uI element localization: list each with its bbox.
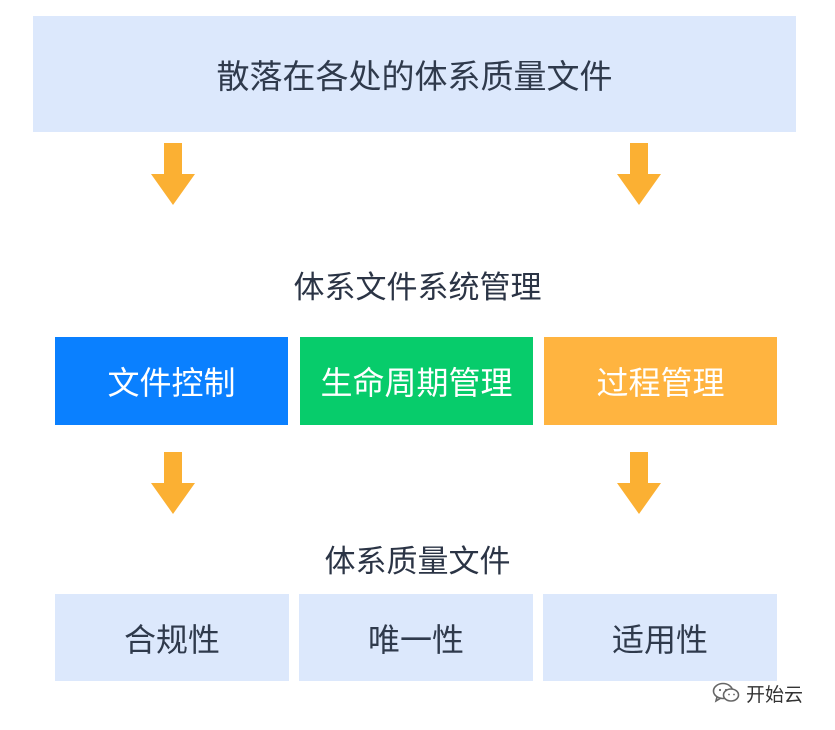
applicability-box: 适用性 — [543, 594, 777, 681]
system-management-heading: 体系文件系统管理 — [293, 270, 542, 306]
process-management-box: 过程管理 — [544, 337, 777, 425]
uniqueness-box: 唯一性 — [299, 594, 533, 681]
watermark-text: 开始云 — [746, 683, 804, 706]
watermark: 开始云 — [712, 680, 803, 706]
wechat-icon — [712, 682, 740, 703]
compliance-box: 合规性 — [55, 594, 289, 681]
document-control-box: 文件控制 — [55, 337, 288, 425]
down-arrow-icon — [151, 452, 195, 514]
down-arrow-icon — [617, 143, 661, 205]
quality-documents-heading: 体系质量文件 — [324, 544, 511, 580]
down-arrow-icon — [617, 452, 661, 514]
down-arrow-icon — [151, 143, 195, 205]
lifecycle-management-box: 生命周期管理 — [300, 337, 533, 425]
scattered-documents-box: 散落在各处的体系质量文件 — [33, 16, 796, 132]
